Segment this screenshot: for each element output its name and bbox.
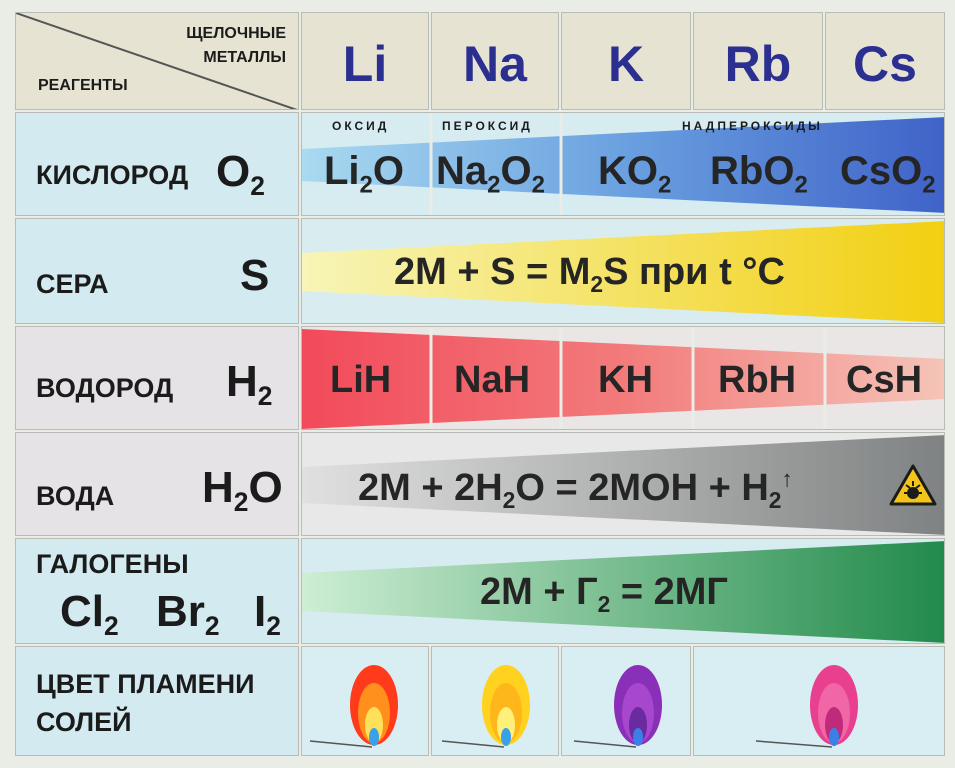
halogen-formula-cl2: Cl2 — [60, 587, 119, 642]
flame-cell-k — [561, 646, 691, 756]
reagent-halogens-name: ГАЛОГЕНЫ — [36, 549, 189, 579]
oxygen-band — [302, 113, 944, 215]
metal-symbol-li: Li — [342, 36, 388, 92]
halogen-formula-i2: I2 — [254, 587, 281, 642]
reagent-flame: ЦВЕТ ПЛАМЕНИ СОЛЕЙ — [15, 646, 299, 756]
reagent-water-name: ВОДА — [36, 481, 115, 511]
reagent-water-formula: H2O — [202, 463, 283, 518]
flame-cell-rb-cs — [693, 646, 945, 756]
product-na2o2: Na2O2 — [436, 149, 545, 199]
reagent-water: ВОДА H2O — [15, 432, 299, 536]
product-rbh: RbH — [718, 359, 797, 401]
product-ko2: KO2 — [598, 149, 672, 199]
metal-symbol-k: K — [607, 36, 645, 92]
metal-symbol-cs: Cs — [853, 36, 917, 92]
product-lih: LiH — [330, 359, 392, 401]
water-band — [302, 435, 944, 535]
halogens-reaction: 2M + Г2 = 2МГ — [301, 538, 945, 644]
water-equation: 2M + 2H2O = 2MOH + H2↑ — [358, 465, 793, 513]
halogen-formula-br2: Br2 — [156, 587, 220, 642]
flame-cell-li — [301, 646, 429, 756]
hydrogen-band — [302, 327, 944, 429]
metal-header-rb: Rb — [693, 12, 823, 110]
metal-header-k: K — [561, 12, 691, 110]
sulfur-equation: 2M + S = M2S при t °C — [394, 251, 785, 297]
reagent-oxygen: КИСЛОРОД O2 — [15, 112, 299, 216]
halogen-band — [302, 541, 944, 643]
reagent-oxygen-name: КИСЛОРОД — [36, 160, 189, 190]
warning-icon — [889, 464, 937, 506]
reagent-sulfur: СЕРА S — [15, 218, 299, 324]
reagent-halogens: ГАЛОГЕНЫ Cl2 Br2 I2 — [15, 538, 299, 644]
flame-icon-li — [309, 665, 398, 748]
flame-label-line1: ЦВЕТ ПЛАМЕНИ — [36, 669, 255, 699]
product-rbo2: RbO2 — [710, 149, 808, 199]
hydrogen-products: LiH NaH KH RbH CsH — [301, 326, 945, 430]
reagent-oxygen-formula: O2 — [216, 147, 265, 202]
flame-icon-rb-cs — [755, 665, 858, 748]
label-superoxides: НАДПЕРОКСИДЫ — [682, 119, 823, 133]
flame-cell-na — [431, 646, 559, 756]
halogen-equation: 2M + Г2 = 2МГ — [480, 571, 728, 617]
flame-icon-na — [441, 665, 530, 748]
metal-symbol-rb: Rb — [724, 36, 792, 92]
reagent-hydrogen-formula: H2 — [226, 357, 273, 412]
corner-mid-label: МЕТАЛЛЫ — [203, 49, 286, 66]
product-csh: CsH — [846, 359, 923, 401]
reagent-sulfur-formula: S — [240, 251, 270, 300]
sulfur-reaction: 2M + S = M2S при t °C — [301, 218, 945, 324]
corner-bottom-label: РЕАГЕНТЫ — [38, 77, 128, 94]
corner-diagonal — [16, 13, 298, 109]
label-oxide: ОКСИД — [332, 119, 390, 133]
sulfur-band — [302, 221, 944, 323]
water-reaction: 2M + 2H2O = 2MOH + H2↑ — [301, 432, 945, 536]
corner-cell: ЩЕЛОЧНЫЕ МЕТАЛЛЫ РЕАГЕНТЫ — [15, 12, 299, 110]
reagent-hydrogen: ВОДОРОД H2 — [15, 326, 299, 430]
gas-arrow: ↑ — [781, 465, 793, 492]
corner-top-label: ЩЕЛОЧНЫЕ — [186, 25, 286, 42]
metal-symbol-na: Na — [463, 36, 527, 92]
product-cso2: CsO2 — [840, 149, 936, 199]
metal-header-na: Na — [431, 12, 559, 110]
label-peroxide: ПЕРОКСИД — [442, 119, 533, 133]
reagent-hydrogen-name: ВОДОРОД — [36, 373, 174, 403]
flame-icon-k — [573, 665, 662, 748]
reagent-sulfur-name: СЕРА — [36, 269, 109, 299]
product-li2o: Li2O — [324, 149, 405, 199]
metal-header-cs: Cs — [825, 12, 945, 110]
product-kh: KH — [598, 359, 653, 401]
product-nah: NaH — [454, 359, 531, 401]
flame-label-line2: СОЛЕЙ — [36, 707, 132, 737]
oxygen-products: ОКСИД ПЕРОКСИД НАДПЕРОКСИДЫ Li2O Na2O2 K… — [301, 112, 945, 216]
metal-header-li: Li — [301, 12, 429, 110]
